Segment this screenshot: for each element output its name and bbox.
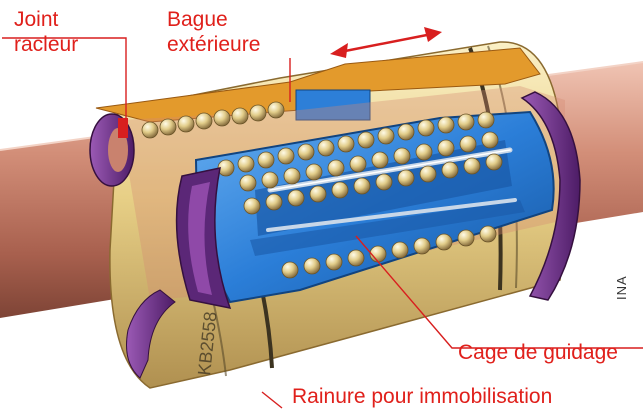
label-joint-racleur: Joint racleur bbox=[14, 7, 78, 57]
credit-ina: INA bbox=[614, 275, 629, 300]
label-joint-line1: Joint bbox=[14, 7, 78, 32]
motion-arrow bbox=[330, 27, 442, 58]
label-rainure: Rainure pour immobilisation bbox=[292, 384, 552, 409]
label-bague-line1: Bague bbox=[167, 7, 260, 32]
label-joint-line2: racleur bbox=[14, 32, 78, 57]
leader-rainure bbox=[262, 392, 282, 408]
label-bague-line2: extérieure bbox=[167, 32, 260, 57]
left-seal bbox=[90, 114, 134, 186]
label-bague-exterieure: Bague extérieure bbox=[167, 7, 260, 57]
label-cage-de-guidage: Cage de guidage bbox=[458, 340, 618, 365]
